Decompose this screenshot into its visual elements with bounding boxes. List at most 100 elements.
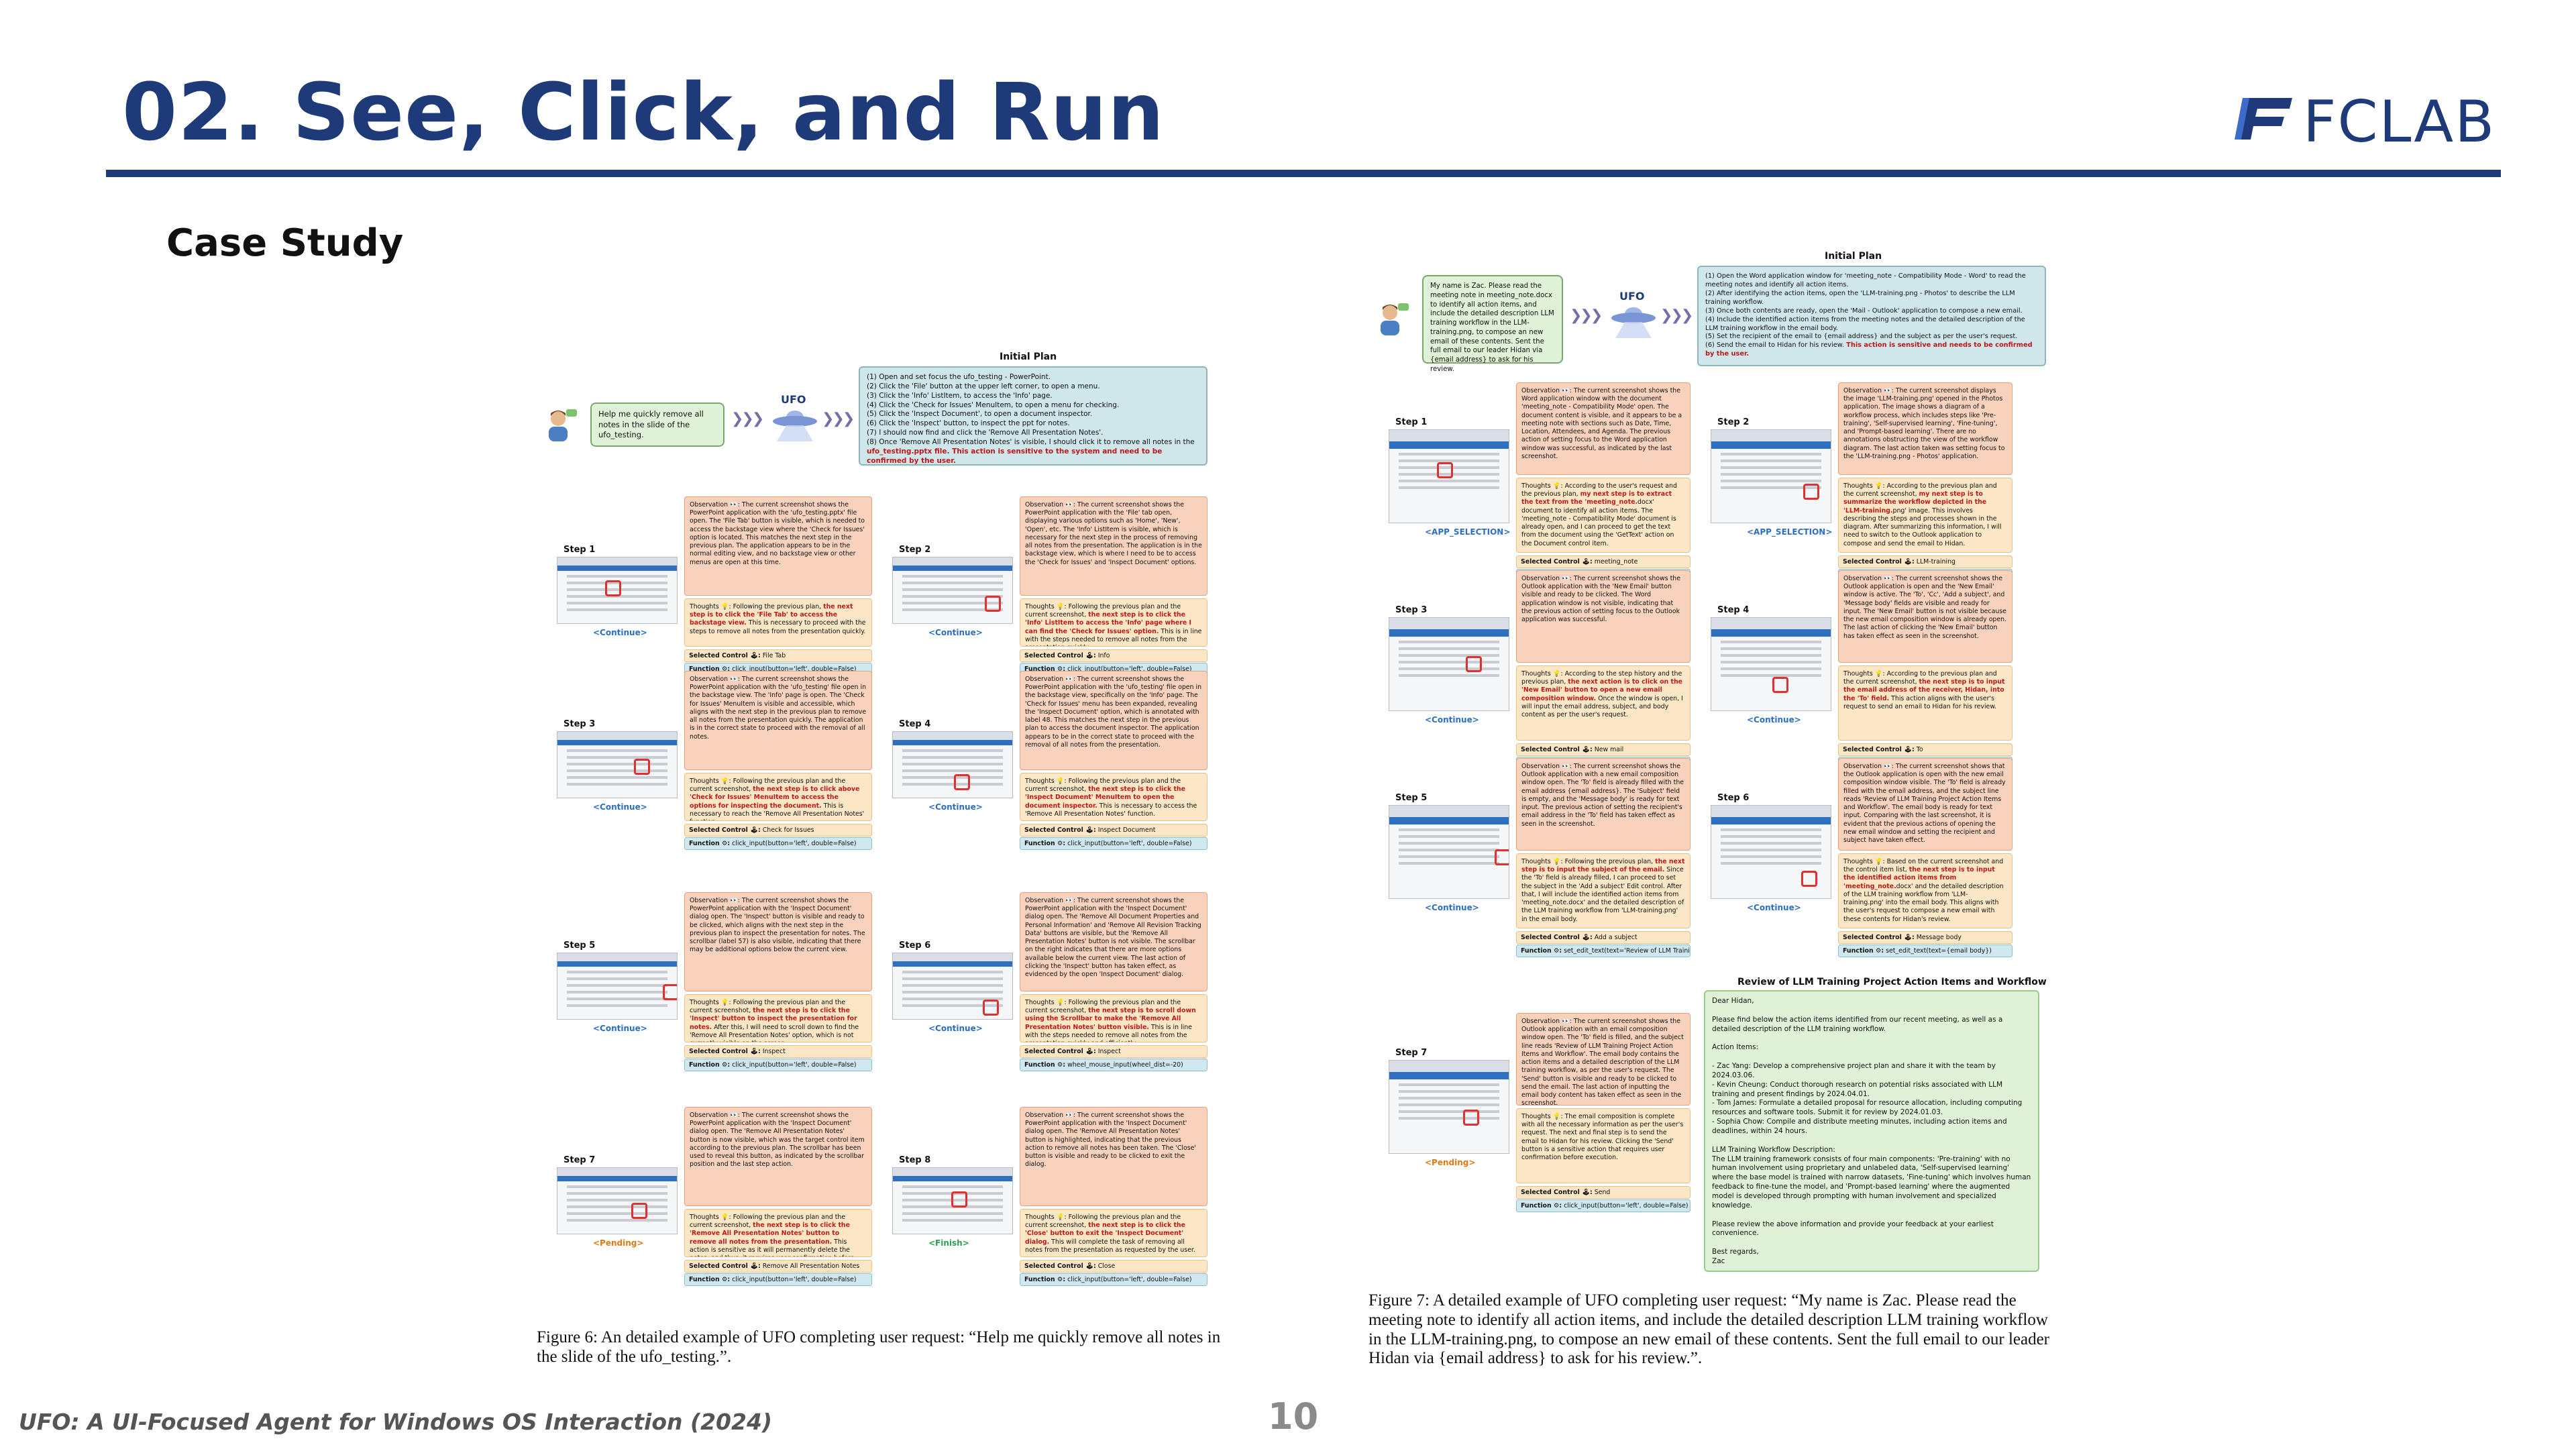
step-status: <Continue>: [928, 1024, 983, 1033]
user-avatar-icon: [546, 408, 577, 445]
selected-control: Selected Control 🕹: Check for Issues: [684, 824, 872, 837]
window-titlebar: [1711, 430, 1831, 441]
selected-control-label: Selected Control 🕹:: [1843, 934, 1915, 941]
content-line: [1399, 452, 1499, 455]
selected-control: Selected Control 🕹: LLM-training: [1838, 555, 2012, 568]
step-screenshot: [892, 953, 1013, 1020]
function-call: Function ⚙: click_input(button='left', d…: [684, 837, 872, 850]
content-line: [1721, 459, 1821, 462]
content-line: [902, 594, 1003, 598]
step-card: Step 4<Continue>Observation 👀: The curre…: [872, 671, 1208, 850]
content-line: [567, 581, 667, 584]
selected-control-value: Send: [1594, 1189, 1611, 1196]
observation-box: Observation 👀: The current screenshot sh…: [1020, 892, 1208, 991]
step-card: Step 1<APP_SELECTION>Observation 👀: The …: [1368, 382, 1690, 582]
content-line: [1721, 486, 1821, 489]
content-line: [1399, 667, 1499, 670]
step-screenshot: [1389, 617, 1509, 711]
window-titlebar: [893, 557, 1012, 566]
content-line: [567, 1205, 667, 1208]
function-label: Function ⚙:: [1521, 947, 1562, 955]
thoughts-box: Thoughts 💡: Following the previous plan …: [1020, 994, 1208, 1042]
figure-7-caption: Figure 7: A detailed example of UFO comp…: [1368, 1291, 2050, 1368]
function-label: Function ⚙:: [1024, 1061, 1066, 1069]
step-label: Step 1: [564, 545, 596, 555]
selected-control-label: Selected Control 🕹:: [689, 1263, 761, 1270]
step-status: <Continue>: [593, 1024, 647, 1033]
selected-control: Selected Control 🕹: Close: [1020, 1260, 1208, 1273]
selected-control-value: Message body: [1916, 934, 1962, 941]
step-status: <Pending>: [593, 1238, 644, 1248]
step-label: Step 1: [1395, 417, 1428, 427]
content-line: [1721, 841, 1821, 845]
email-body: Dear Hidan, Please find below the action…: [1704, 990, 2039, 1272]
content-line: [1399, 466, 1499, 469]
fclab-logo: FCLAB: [2231, 87, 2512, 156]
chevron-right-arrows-icon: ❯❯❯: [731, 411, 764, 427]
step-card: Step 7<Pending>Observation 👀: The curren…: [537, 1107, 872, 1286]
content-line: [1721, 828, 1821, 831]
step-label: Step 2: [899, 545, 931, 555]
content-line: [1721, 647, 1821, 650]
content-line: [567, 997, 667, 1000]
figure-7: My name is Zac. Please read the meeting …: [1368, 248, 2066, 1375]
step-status: <Continue>: [593, 628, 647, 637]
observation-box: Observation 👀: The current screenshot sh…: [1516, 570, 1690, 663]
function-value: click_input(button='left', double=False): [732, 1061, 857, 1069]
step-label: Step 3: [1395, 605, 1428, 615]
content-line: [567, 970, 667, 973]
step-card: Step 8<Finish>Observation 👀: The current…: [872, 1107, 1208, 1286]
content-line: [1399, 1110, 1499, 1113]
click-target-marker-icon: [1803, 484, 1820, 500]
function-label: Function ⚙:: [1024, 840, 1066, 847]
user-avatar-icon: [1378, 302, 1409, 339]
selected-control-label: Selected Control 🕹:: [1024, 1263, 1096, 1270]
function-value: wheel_mouse_input(wheel_dist=-20): [1067, 1061, 1183, 1069]
observation-box: Observation 👀: The current screenshot sh…: [1838, 758, 2012, 851]
content-line: [1399, 486, 1499, 489]
observation-box: Observation 👀: The current screenshot di…: [1838, 382, 2012, 475]
content-line: [1721, 660, 1821, 663]
selected-control-label: Selected Control 🕹:: [689, 652, 761, 659]
selected-control-label: Selected Control 🕹:: [1521, 1189, 1593, 1196]
function-value: set_edit_text(text={email body}): [1886, 947, 1992, 955]
step-status: <Continue>: [1747, 903, 1801, 912]
observation-box: Observation 👀: The current screenshot sh…: [1516, 382, 1690, 475]
content-line: [902, 601, 1003, 604]
selected-control-value: Inspect Document: [1097, 826, 1156, 834]
content-line: [567, 983, 667, 987]
step-card: Step 2<Continue>Observation 👀: The curre…: [872, 496, 1208, 676]
function-value: click_input(button='left', double=False): [1067, 665, 1192, 673]
step-screenshot: [557, 557, 678, 624]
function-value: click_input(button='left', double=False): [732, 1276, 857, 1283]
selected-control-value: Inspect: [1097, 1048, 1121, 1055]
content-line: [902, 983, 1003, 987]
function-value: click_input(button='left', double=False): [1564, 1202, 1688, 1210]
selected-control-value: Remove All Presentation Notes: [762, 1263, 860, 1270]
selected-control-label: Selected Control 🕹:: [1521, 934, 1593, 941]
ribbon-band: [1389, 441, 1509, 449]
page-number: 10: [1268, 1395, 1319, 1438]
selected-control-value: To: [1916, 746, 1923, 753]
step-status: <Continue>: [593, 802, 647, 812]
function-call: Function ⚙: click_input(button='left', d…: [1020, 837, 1208, 850]
content-line: [1399, 1083, 1499, 1086]
content-line: [1399, 653, 1499, 657]
selected-control-label: Selected Control 🕹:: [1843, 558, 1915, 566]
window-titlebar: [1711, 806, 1831, 817]
step-status: <Pending>: [1425, 1158, 1476, 1167]
window-titlebar: [1389, 806, 1509, 817]
step-label: Step 4: [1717, 605, 1750, 615]
thoughts-box: Thoughts 💡: The email composition is com…: [1516, 1108, 1690, 1183]
selected-control: Selected Control 🕹: Inspect: [684, 1045, 872, 1058]
function-call: Function ⚙: click_input(button='left', d…: [684, 1273, 872, 1286]
highlighted-action: the next step is to input the email addr…: [1843, 678, 2005, 702]
step-card: Step 5<Continue>Observation 👀: The curre…: [537, 892, 872, 1071]
click-target-marker-icon: [1465, 655, 1482, 672]
step-card: Step 1<Continue>Observation 👀: The curre…: [537, 496, 872, 676]
content-line: [1399, 848, 1499, 851]
thoughts-box: Thoughts 💡: Based on the current screens…: [1838, 853, 2012, 928]
fig6-steps: Step 1 <Continue> Observation 👀: The curre…: [537, 335, 1234, 1342]
logo-text: FCLAB: [2303, 89, 2496, 156]
highlighted-action: the next step is to scroll down using th…: [1025, 1007, 1196, 1031]
